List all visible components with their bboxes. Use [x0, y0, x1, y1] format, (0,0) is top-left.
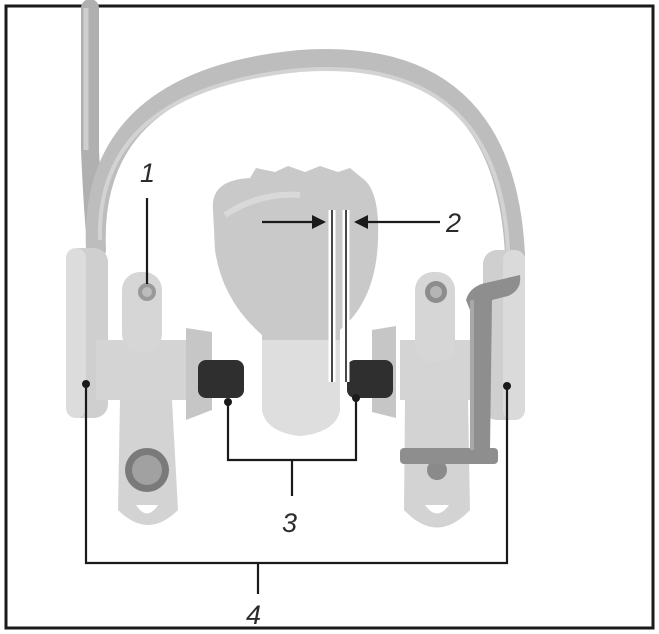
cable-arc-highlight	[97, 67, 510, 251]
callout-1-group: 1	[140, 158, 155, 284]
left-brake-arm	[66, 248, 212, 525]
callout-1-label: 1	[140, 158, 155, 188]
callout-4-bracket	[84, 384, 509, 565]
clearance-lines	[262, 210, 440, 382]
left-brake-pad	[198, 360, 244, 398]
cable-arc	[85, 49, 525, 265]
cable-guide	[400, 275, 521, 464]
tire	[212, 166, 379, 436]
callout-4-label: 4	[246, 600, 261, 630]
callout-3-label: 3	[282, 508, 297, 538]
callout-4-group: 4	[82, 380, 511, 630]
right-brake-pad	[347, 360, 393, 398]
callout-3-group: 3	[224, 394, 360, 538]
callout-2-label: 2	[445, 208, 461, 238]
